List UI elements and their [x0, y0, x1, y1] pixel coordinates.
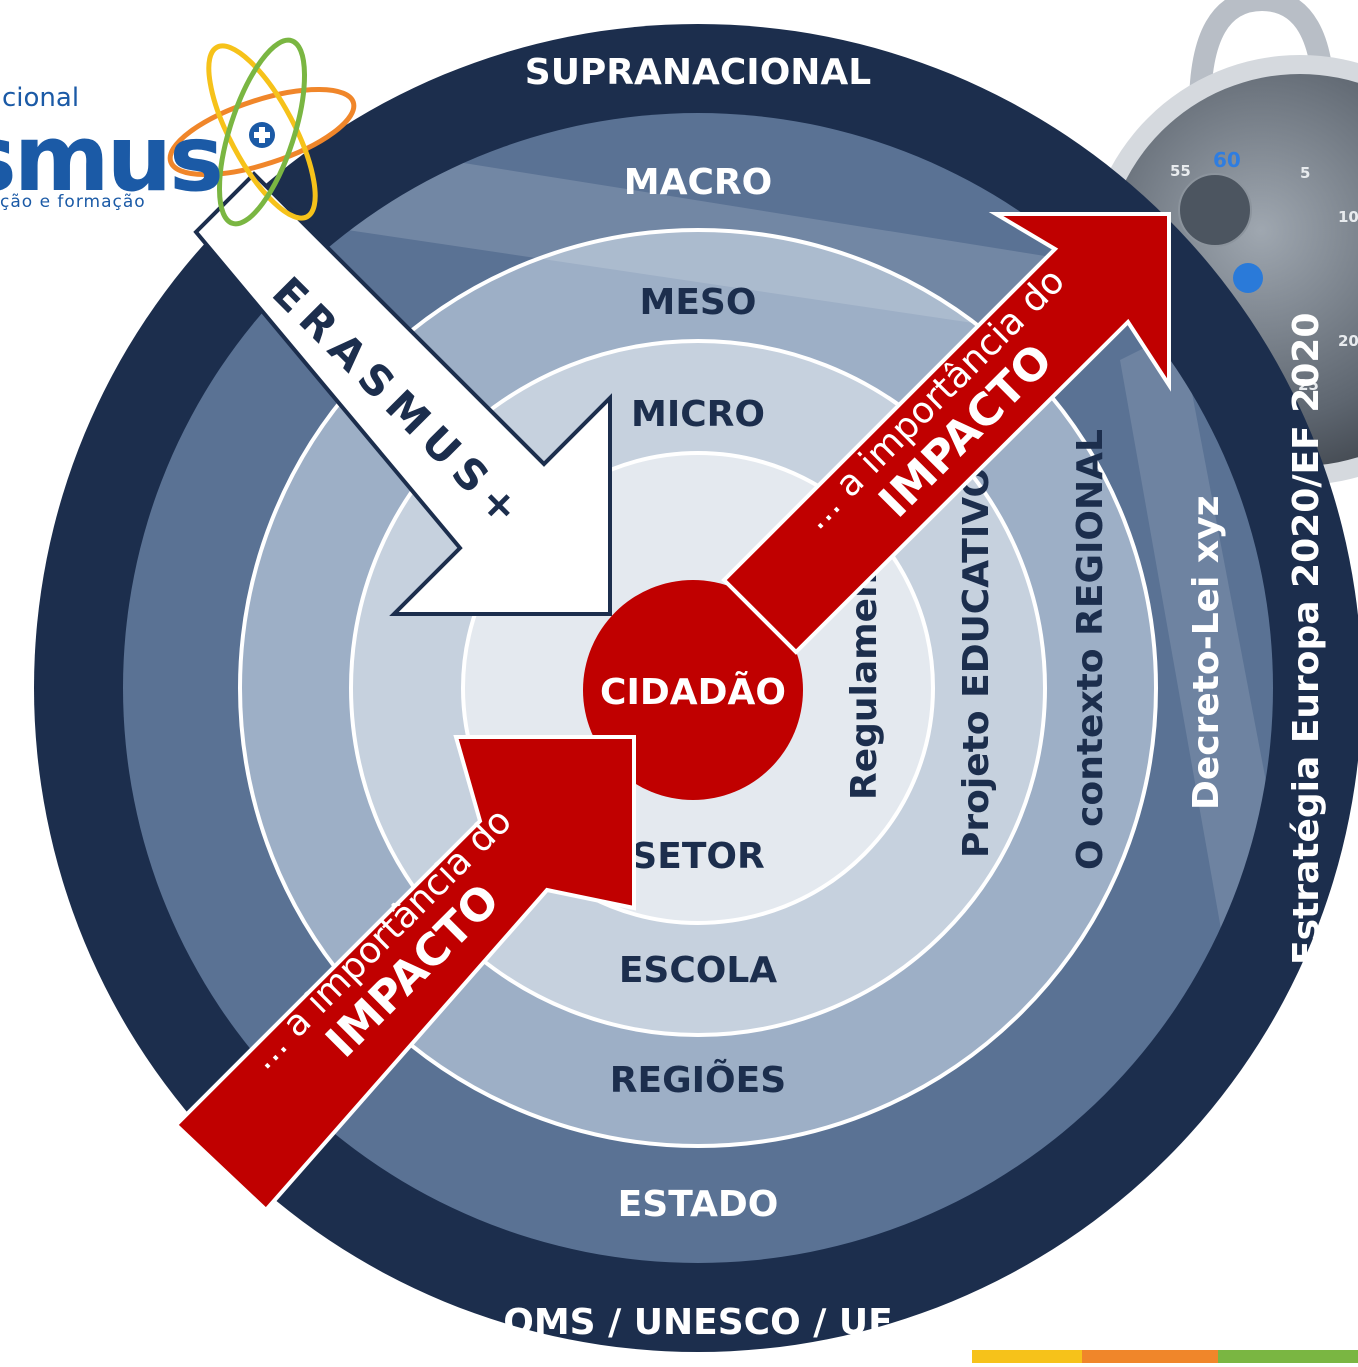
footer-color-bar	[972, 1350, 1358, 1363]
dial-5: 5	[1300, 164, 1310, 182]
label-supranacional: SUPRANACIONAL	[525, 52, 871, 93]
label-micro: MICRO	[631, 394, 765, 435]
label-oms-unesco-ue: OMS / UNESCO / UE	[503, 1302, 893, 1343]
logo-text-line1: cional	[2, 83, 79, 113]
background-watermark-bands	[280, 140, 1273, 980]
label-decreto-lei: Decreto-Lei xyz	[1186, 495, 1227, 810]
cidadao-center: CIDADÃO	[583, 580, 803, 800]
dial-10: 10	[1338, 208, 1358, 226]
label-projeto-educativo: Projeto EDUCATIVO	[956, 467, 997, 858]
label-macro: MACRO	[624, 162, 772, 203]
dial-55: 55	[1170, 162, 1191, 180]
label-contexto-regional: O contexto REGIONAL	[1070, 429, 1111, 870]
label-setor: SETOR	[631, 836, 764, 877]
label-regioes: REGIÕES	[610, 1059, 786, 1101]
dial-60: 60	[1213, 148, 1241, 172]
label-meso: MESO	[640, 282, 757, 323]
erasmus-logo: cional smus ção e formação	[0, 37, 357, 227]
label-cidadao: CIDADÃO	[600, 671, 786, 713]
dial-20: 20	[1338, 332, 1358, 350]
logo-text-line2: smus	[0, 105, 221, 212]
label-escola: ESCOLA	[619, 950, 777, 991]
dial-25: 25	[1298, 376, 1319, 394]
label-estrategia-europa: Estratégia Europa 2020/EF 2020	[1286, 313, 1327, 965]
label-estado: ESTADO	[618, 1184, 779, 1225]
logo-text-line3: ção e formação	[0, 192, 146, 212]
